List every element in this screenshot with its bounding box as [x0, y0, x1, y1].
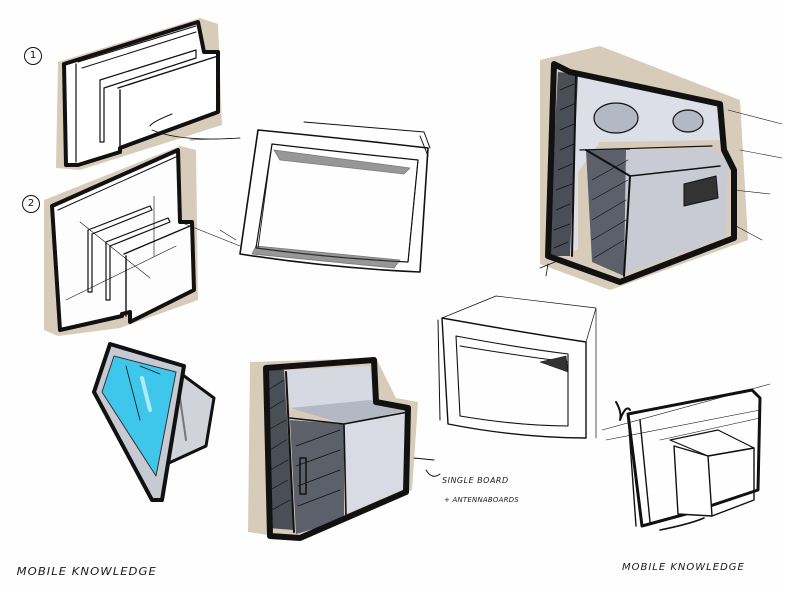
sketch-box-wireframe: [601, 383, 771, 531]
sketch-shaded-housing: [539, 46, 783, 290]
option-number-1: 1: [24, 47, 42, 65]
sketch-curved-frame-wireframe-2: [437, 295, 597, 439]
sketch-layered-panels-2: [44, 146, 241, 336]
option-number-2: 2: [22, 195, 40, 213]
sketch-shaded-cabinet: [248, 357, 441, 541]
sketch-curved-frame-wireframe: [189, 121, 431, 273]
caption-right: Mobile Knowledge: [622, 562, 745, 573]
sketch-layered-panels-1: [56, 18, 241, 170]
caption-left: Mobile Knowledge: [16, 565, 157, 578]
sketch-cyan-monitor: [92, 342, 216, 502]
annotation-antennaboards: + Antennaboards: [444, 496, 519, 504]
annotation-single-board: Single Board: [442, 476, 509, 485]
